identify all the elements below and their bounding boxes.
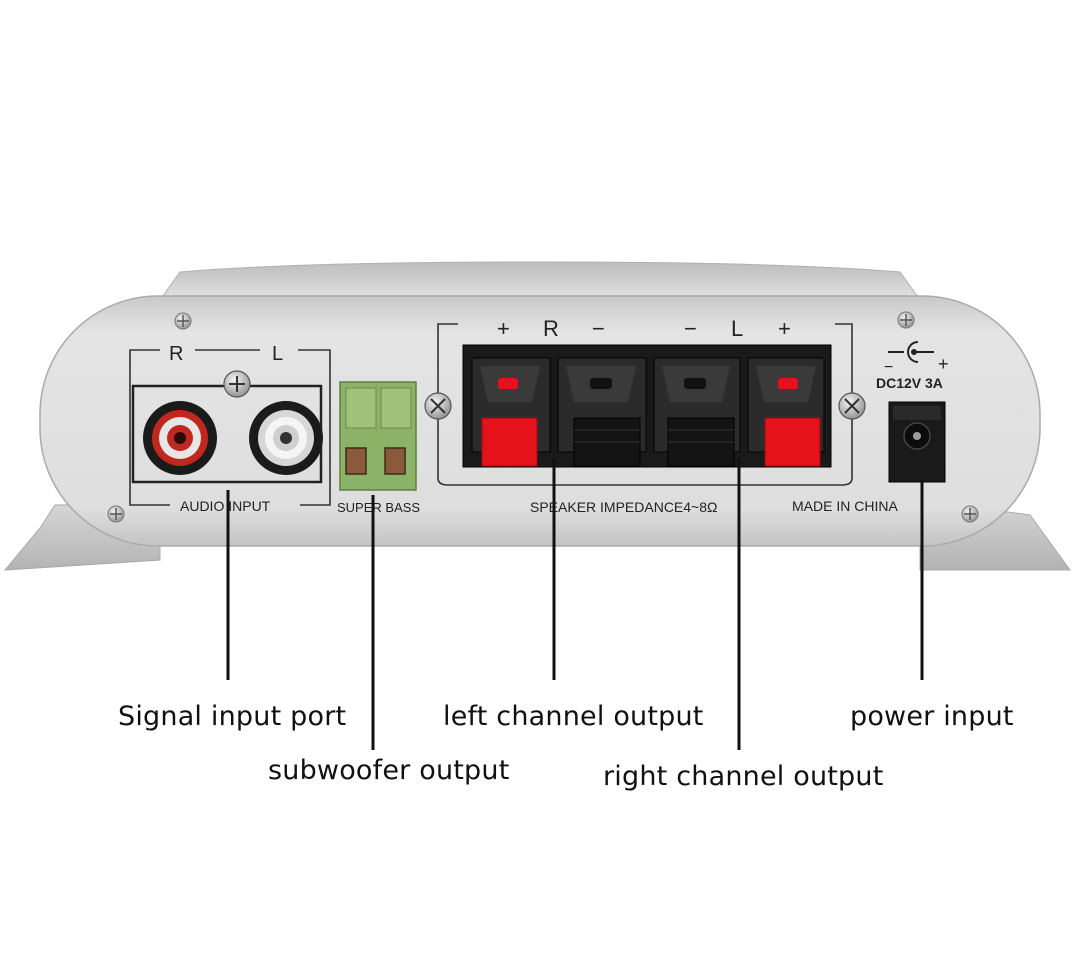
speaker-header-l-minus: − — [684, 316, 697, 341]
speaker-header-l: L — [731, 316, 743, 341]
speaker-header-l-plus: + — [778, 316, 791, 341]
callout-power-input: power input — [850, 701, 1014, 732]
panel-screw-icon — [838, 392, 866, 420]
callout-signal-input: Signal input port — [118, 701, 347, 732]
chassis-screw-icon — [174, 312, 192, 330]
speaker-clip-r-plus[interactable] — [471, 357, 551, 467]
callout-subwoofer: subwoofer output — [268, 755, 510, 786]
subwoofer-terminal[interactable] — [339, 381, 417, 491]
dc-polarity-icon — [888, 341, 934, 363]
impedance-caption: SPEAKER IMPEDANCE4~8Ω — [530, 499, 717, 515]
input-label-r: R — [169, 343, 183, 365]
input-label-l: L — [272, 343, 283, 365]
chassis-screw-icon — [897, 311, 915, 329]
chassis-screw-icon — [107, 505, 125, 523]
subwoofer-caption: SUPER BASS — [337, 500, 420, 515]
power-rating: DC12V 3A — [876, 375, 943, 391]
rca-jack-left-icon[interactable] — [249, 401, 323, 475]
callout-left-channel: left channel output — [443, 701, 704, 732]
dc-power-jack-icon[interactable] — [888, 401, 946, 483]
origin-caption: MADE IN CHINA — [792, 498, 898, 514]
callout-right-channel: right channel output — [603, 761, 884, 792]
speaker-clip-l-plus[interactable] — [747, 357, 825, 467]
rca-jack-right-icon[interactable] — [143, 401, 217, 475]
input-caption: AUDIO INPUT — [180, 498, 271, 514]
leader-lines — [226, 458, 924, 750]
panel-screw-icon — [223, 370, 251, 398]
chassis-screw-icon — [961, 505, 979, 523]
heatsink-fins — [159, 261, 921, 301]
panel-screw-icon — [424, 392, 452, 420]
speaker-header-r-plus: + — [497, 316, 510, 341]
speaker-clip-l-minus[interactable] — [653, 357, 741, 467]
speaker-clip-r-minus[interactable] — [557, 357, 647, 467]
power-polarity-plus: + — [938, 354, 949, 374]
power-polarity-minus: − — [884, 359, 893, 376]
speaker-header-r-minus: − — [592, 316, 605, 341]
speaker-header-r: R — [543, 316, 559, 341]
